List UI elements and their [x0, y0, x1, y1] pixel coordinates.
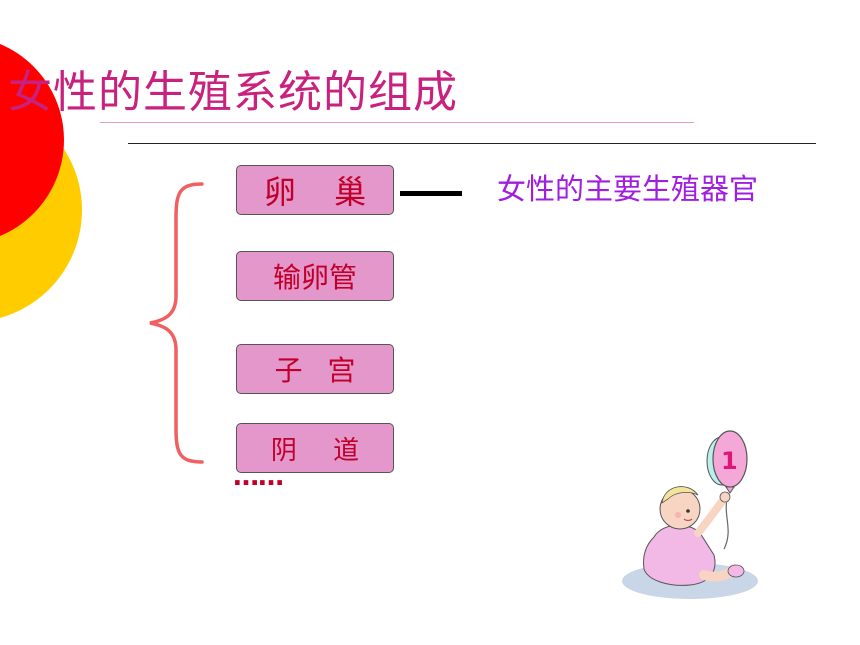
balloon-number: 1	[721, 447, 738, 475]
brace-icon	[149, 182, 204, 464]
title-underline	[100, 122, 694, 123]
organ-label: 输卵管	[272, 261, 357, 294]
organ-box-vagina: 阴 道	[236, 423, 394, 473]
organ-box-fallopian-tube: 输卵管	[236, 251, 394, 301]
red-circle	[0, 44, 64, 236]
more-ellipsis: ……	[233, 462, 284, 492]
connector-dash	[400, 191, 462, 196]
organ-box-ovary: 卵 巢	[236, 165, 394, 215]
organ-box-uterus: 子 宫	[236, 344, 394, 394]
divider-line	[128, 143, 816, 144]
ovary-description: 女性的主要生殖器官	[497, 172, 759, 206]
baby-with-balloon-icon: 1	[622, 430, 758, 599]
decorative-circles	[0, 44, 82, 318]
page-title: 女性的生殖系统的组成	[8, 67, 458, 118]
organ-label: 阴 道	[270, 435, 374, 466]
organ-label: 子 宫	[274, 354, 364, 387]
organ-label: 卵 巢	[263, 173, 381, 211]
